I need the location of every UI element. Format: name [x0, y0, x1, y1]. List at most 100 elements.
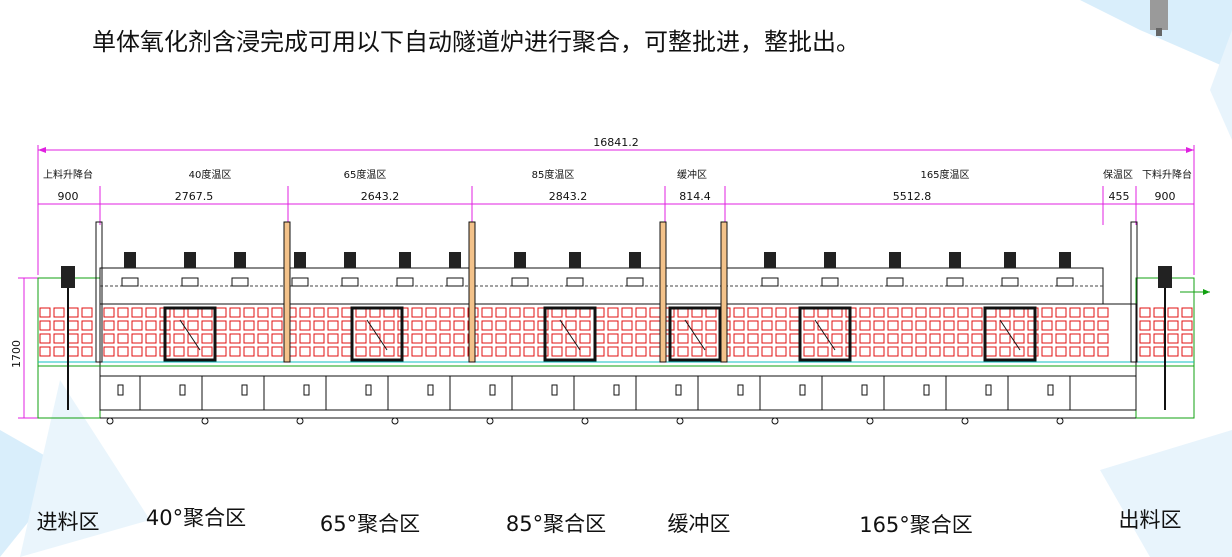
product-rack: [411, 333, 423, 344]
product-rack: [1083, 307, 1095, 318]
product-rack: [187, 333, 199, 344]
section-name-holding: 保温区: [1103, 168, 1133, 181]
fan-housing: [821, 277, 839, 287]
product-rack: [607, 346, 619, 357]
fan-housing: [121, 277, 139, 287]
cabinet-latch: [737, 384, 744, 396]
product-rack: [761, 320, 773, 331]
product-rack: [1181, 333, 1193, 344]
section-name-40: 40度温区: [189, 168, 232, 181]
product-rack: [1069, 307, 1081, 318]
product-rack: [117, 320, 129, 331]
product-rack: [327, 307, 339, 318]
product-rack: [999, 320, 1011, 331]
fan-housing: [511, 277, 529, 287]
product-rack: [201, 320, 213, 331]
product-rack: [887, 320, 899, 331]
product-rack: [1153, 320, 1165, 331]
fan-motor-icon: [1004, 252, 1016, 268]
product-rack: [971, 307, 983, 318]
cabinet-latch: [861, 384, 868, 396]
product-rack: [1041, 333, 1053, 344]
product-rack: [1097, 320, 1109, 331]
product-rack: [831, 333, 843, 344]
product-rack: [117, 346, 129, 357]
product-rack: [1083, 333, 1095, 344]
product-rack: [1097, 307, 1109, 318]
product-rack: [117, 333, 129, 344]
total-dimension: 16841.2: [37, 136, 1195, 275]
fan-motor-icon: [514, 252, 526, 268]
door-frame: [798, 306, 852, 362]
fan-housing: [566, 277, 584, 287]
product-rack: [873, 346, 885, 357]
product-rack: [691, 346, 703, 357]
headline: 单体氧化剂含浸完成可用以下自动隧道炉进行聚合，可整批进，整批出。: [92, 28, 860, 56]
product-rack: [215, 333, 227, 344]
zone-label-40: 40°聚合区: [145, 506, 247, 530]
product-rack: [495, 320, 507, 331]
product-rack: [243, 346, 255, 357]
product-rack: [257, 320, 269, 331]
fan-housing: [341, 277, 359, 287]
product-rack: [327, 320, 339, 331]
product-rack: [509, 320, 521, 331]
product-rack: [873, 307, 885, 318]
product-rack: [915, 333, 927, 344]
product-rack: [915, 307, 927, 318]
product-rack: [453, 307, 465, 318]
cabinet-latch: [613, 384, 620, 396]
product-rack: [733, 307, 745, 318]
fan-motor-icon: [449, 252, 461, 268]
product-rack: [53, 320, 65, 331]
product-rack: [355, 320, 367, 331]
product-rack: [551, 320, 563, 331]
product-rack: [439, 346, 451, 357]
zone-label-85: 85°聚合区: [505, 512, 607, 536]
product-rack: [887, 307, 899, 318]
product-rack: [67, 320, 79, 331]
product-rack: [817, 333, 829, 344]
cabinet-latch: [427, 384, 434, 396]
product-rack: [677, 320, 689, 331]
zone-label-discharge: 出料区: [1118, 508, 1182, 532]
product-rack: [131, 307, 143, 318]
door-frame: [163, 306, 217, 362]
product-rack: [691, 333, 703, 344]
wheel-icon: [391, 417, 399, 425]
product-rack: [369, 346, 381, 357]
product-rack: [67, 346, 79, 357]
fan-motor-icon: [124, 252, 136, 268]
product-rack: [81, 320, 93, 331]
wheel-icon: [296, 417, 304, 425]
fan-motor-icon: [234, 252, 246, 268]
fan-housing: [446, 277, 464, 287]
product-rack: [509, 346, 521, 357]
product-rack: [257, 346, 269, 357]
fan-housing: [886, 277, 904, 287]
product-rack: [313, 307, 325, 318]
product-rack: [1153, 333, 1165, 344]
product-rack: [523, 346, 535, 357]
product-rack: [957, 346, 969, 357]
product-rack: [523, 307, 535, 318]
product-rack: [355, 333, 367, 344]
product-rack: [873, 333, 885, 344]
product-rack: [985, 333, 997, 344]
product-rack: [607, 320, 619, 331]
product-rack: [425, 307, 437, 318]
product-rack: [887, 333, 899, 344]
product-rack: [131, 346, 143, 357]
wheel-icon: [676, 417, 684, 425]
fan-housing: [291, 277, 309, 287]
product-rack: [1167, 307, 1179, 318]
wheel-icon: [771, 417, 779, 425]
product-rack: [621, 307, 633, 318]
product-rack: [1083, 320, 1095, 331]
product-rack: [1055, 346, 1067, 357]
product-rack: [747, 346, 759, 357]
product-rack: [761, 346, 773, 357]
product-rack: [327, 333, 339, 344]
wheel-icon: [866, 417, 874, 425]
cabinet-latch: [365, 384, 372, 396]
